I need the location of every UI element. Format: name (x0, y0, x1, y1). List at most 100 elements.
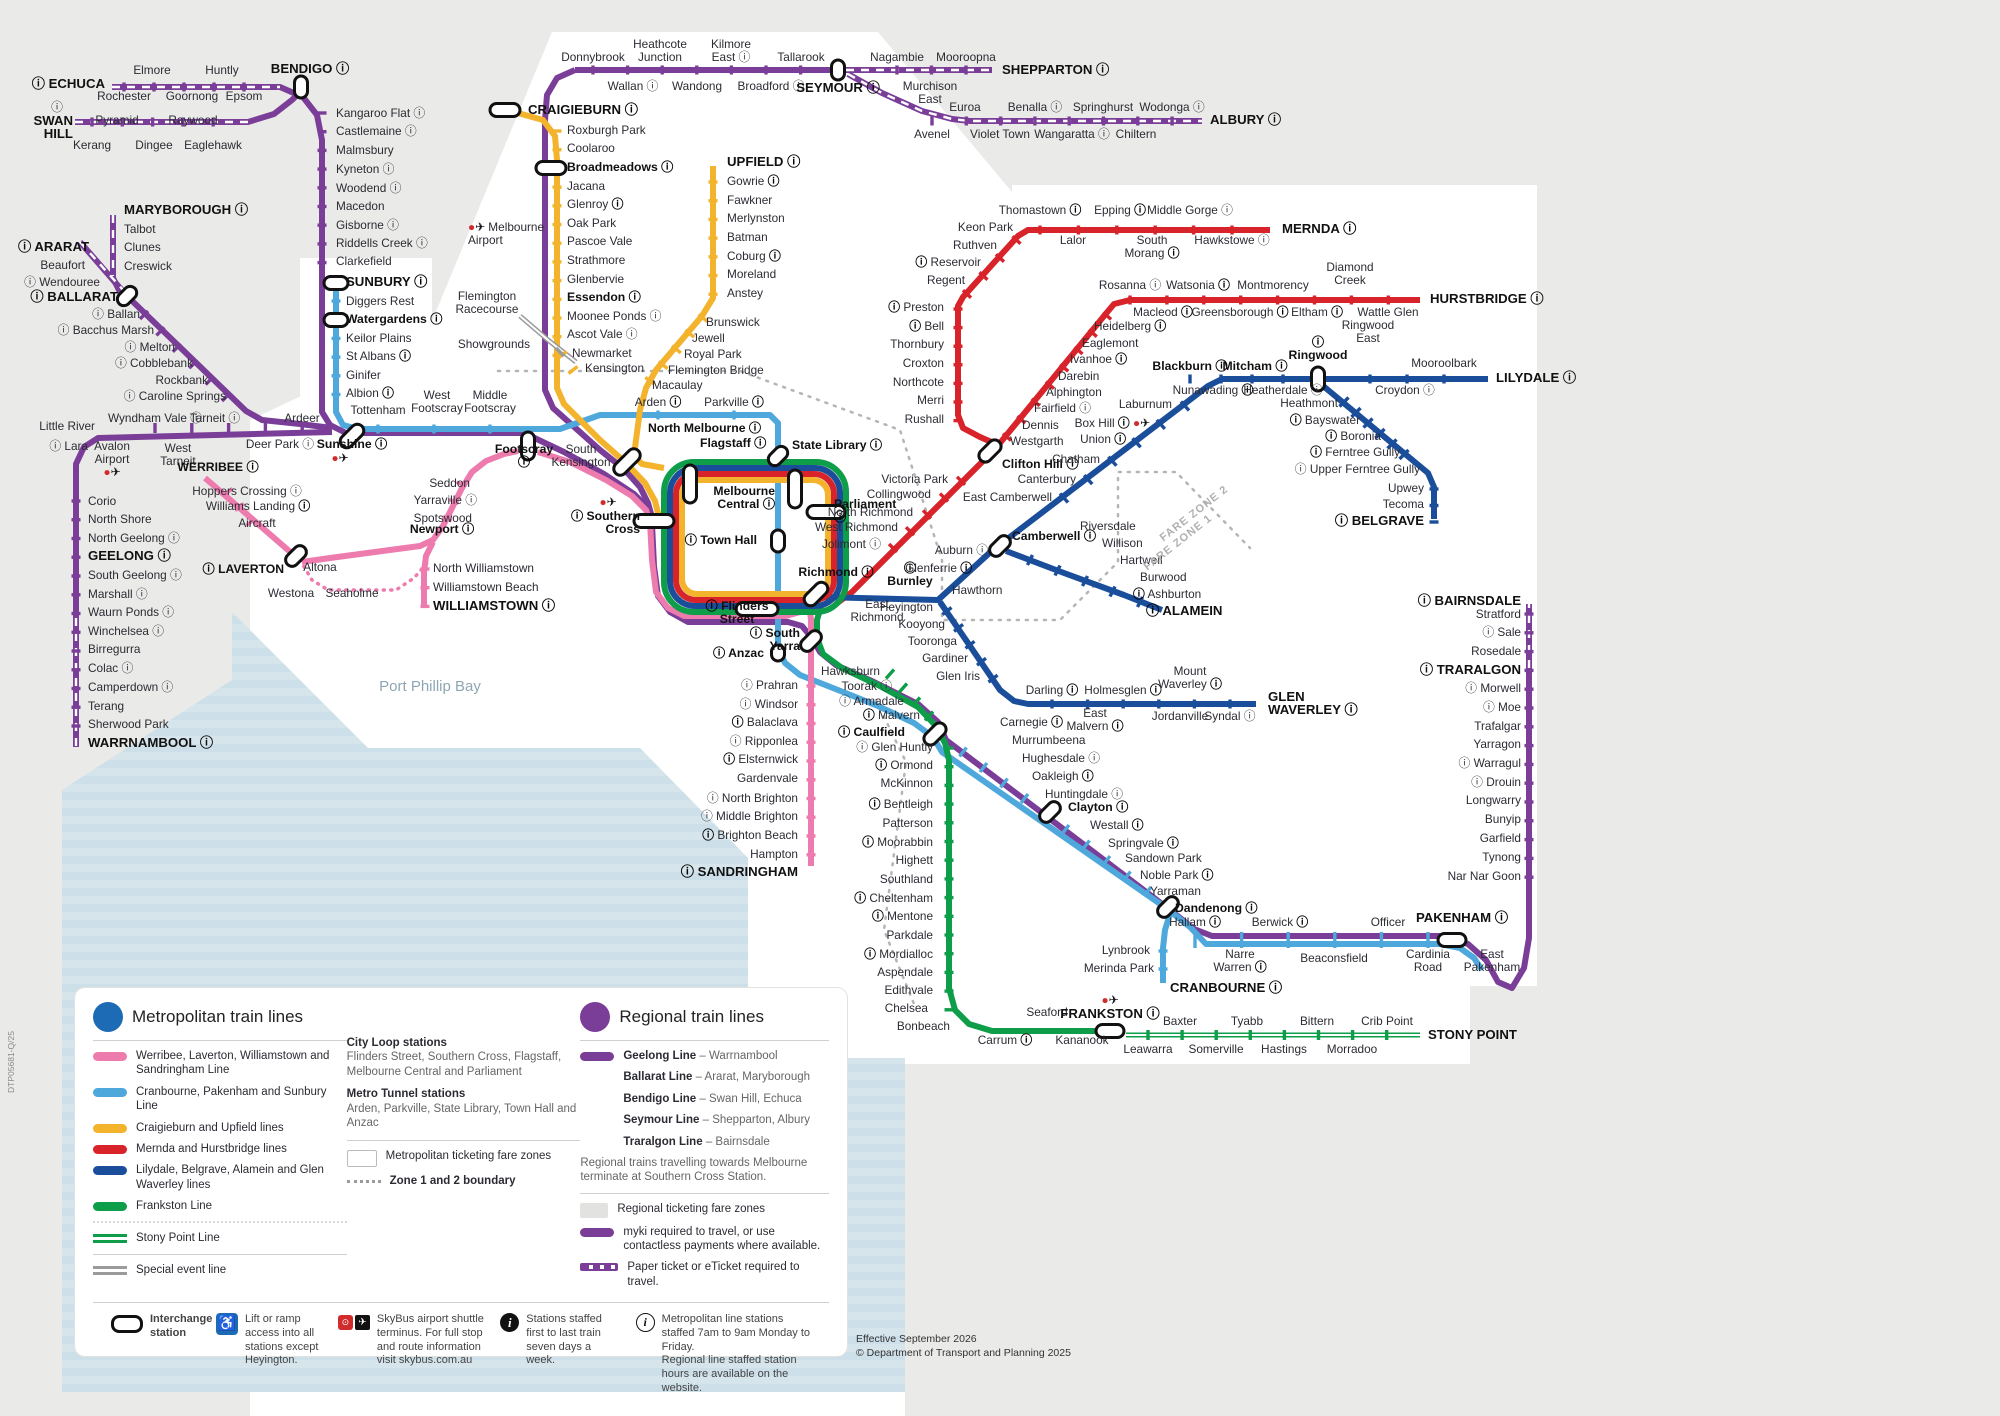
svg-text:Greensborough ⓘ: Greensborough ⓘ (1191, 305, 1288, 319)
svg-text:Altona: Altona (303, 560, 337, 574)
svg-text:Syndal ⓘ: Syndal ⓘ (1204, 709, 1255, 723)
svg-text:ⓘ Glen Huntly: ⓘ Glen Huntly (856, 740, 933, 754)
svg-text:Parkdale: Parkdale (886, 928, 933, 942)
svg-text:●✈: ●✈ (1101, 993, 1118, 1007)
legend-item-werribee: Werribee, Laverton, Williamstown and San… (93, 1049, 347, 1078)
svg-text:Yarraville ⓘ: Yarraville ⓘ (414, 493, 478, 507)
svg-text:Jewell: Jewell (692, 331, 725, 345)
svg-text:ⓘ Moe: ⓘ Moe (1483, 700, 1521, 714)
svg-text:Rosedale: Rosedale (1471, 644, 1521, 658)
svg-text:Rushall: Rushall (905, 412, 944, 426)
svg-text:Port Phillip Bay: Port Phillip Bay (379, 678, 481, 695)
svg-text:Nar Nar Goon: Nar Nar Goon (1448, 869, 1521, 883)
svg-text:ⓘ Sale: ⓘ Sale (1482, 625, 1521, 639)
svg-text:Westona: Westona (268, 586, 315, 600)
interchange-icon (111, 1315, 143, 1334)
svg-text:Hawksburn: Hawksburn (821, 664, 880, 678)
svg-text:Benalla ⓘ: Benalla ⓘ (1008, 100, 1063, 114)
svg-text:Somerville: Somerville (1188, 1042, 1244, 1056)
svg-text:Yarraman: Yarraman (1150, 884, 1201, 898)
svg-text:Edithvale: Edithvale (884, 983, 933, 997)
svg-text:ⓘ Moorabbin: ⓘ Moorabbin (862, 835, 933, 849)
svg-text:Tooronga: Tooronga (908, 634, 958, 648)
svg-text:ⓘ Ferntree Gully: ⓘ Ferntree Gully (1310, 445, 1400, 459)
map-footer: Effective September 2026 © Department of… (856, 1332, 1071, 1360)
svg-text:ⓘ Town Hall: ⓘ Town Hall (685, 532, 757, 547)
svg-text:Mitcham ⓘ: Mitcham ⓘ (1222, 358, 1288, 373)
svg-text:Brunswick: Brunswick (706, 315, 760, 329)
svg-text:Flagstaff ⓘ: Flagstaff ⓘ (700, 435, 767, 450)
svg-text:ⓘ BALLARAT: ⓘ BALLARAT (30, 288, 118, 304)
svg-text:Carnegie ⓘ: Carnegie ⓘ (1000, 715, 1063, 729)
regional-terminate-note: Regional trains travelling towards Melbo… (580, 1156, 808, 1184)
svg-text:ⓘ Upper Ferntree Gully: ⓘ Upper Ferntree Gully (1295, 462, 1420, 476)
svg-text:Creswick: Creswick (124, 259, 172, 273)
staffed-peak-icon: i (635, 1313, 655, 1333)
svg-text:Laburnum: Laburnum (1119, 397, 1172, 411)
legend-item-seymour: Seymour Line – Shepparton, Albury (623, 1114, 811, 1127)
note-skybus: ⊙✈SkyBus airport shuttle terminus. For f… (337, 1313, 486, 1396)
copyright: © Department of Transport and Planning 2… (856, 1347, 1071, 1360)
svg-text:Talbot: Talbot (124, 222, 156, 236)
svg-text:Clarkefield: Clarkefield (336, 254, 392, 268)
svg-text:ⓘ Armadale: ⓘ Armadale (839, 694, 904, 708)
svg-text:Epsom: Epsom (226, 89, 263, 103)
legend-item-craigieburn: Craigieburn and Upfield lines (93, 1121, 347, 1135)
svg-text:Macleod ⓘ: Macleod ⓘ (1133, 305, 1193, 319)
svg-text:Anstey: Anstey (727, 286, 763, 300)
svg-text:ⓘ Warragul: ⓘ Warragul (1459, 756, 1522, 770)
svg-text:SUNBURY ⓘ: SUNBURY ⓘ (346, 273, 427, 289)
special-event-swatch (93, 1265, 127, 1275)
svg-text:Wodonga ⓘ: Wodonga ⓘ (1139, 100, 1205, 114)
svg-text:Eltham ⓘ: Eltham ⓘ (1291, 305, 1343, 319)
svg-text:West Richmond: West Richmond (815, 520, 898, 534)
svg-text:SEYMOUR ⓘ: SEYMOUR ⓘ (796, 79, 880, 95)
svg-text:Tottenham: Tottenham (350, 403, 405, 417)
svg-text:Gardenvale: Gardenvale (737, 771, 798, 785)
svg-text:Deer Park ⓘ: Deer Park ⓘ (246, 437, 314, 451)
svg-text:Arden ⓘ: Arden ⓘ (635, 395, 682, 409)
svg-text:MERNDA ⓘ: MERNDA ⓘ (1282, 220, 1356, 236)
svg-text:Ardeer: Ardeer (284, 411, 319, 425)
svg-text:Dingee: Dingee (135, 138, 173, 152)
svg-text:Darling ⓘ: Darling ⓘ (1026, 683, 1079, 697)
svg-text:Moreland: Moreland (727, 267, 776, 281)
legend-item-lilydale: Lilydale, Belgrave, Alamein and Glen Wav… (93, 1163, 347, 1192)
legend-item-bendigo: Bendigo Line – Swan Hill, Echuca (623, 1092, 802, 1105)
legend-myki: myki required to travel, or use contactl… (580, 1225, 829, 1254)
svg-text:ⓘ Boronia: ⓘ Boronia (1325, 429, 1381, 443)
svg-text:Longwarry: Longwarry (1466, 793, 1521, 807)
svg-text:Seaford: Seaford (1026, 1005, 1067, 1019)
svg-text:Wallan ⓘ: Wallan ⓘ (608, 79, 659, 93)
metro-tunnel-title: Metro Tunnel stations (346, 1088, 466, 1101)
svg-text:Raywood: Raywood (168, 113, 217, 127)
svg-text:Clifton Hill ⓘ: Clifton Hill ⓘ (1002, 456, 1079, 471)
legend-metro-title: Metropolitan train lines (132, 1007, 304, 1027)
svg-text:WILLIAMSTOWN ⓘ: WILLIAMSTOWN ⓘ (433, 597, 555, 613)
svg-text:Coolaroo: Coolaroo (567, 141, 615, 155)
svg-text:Kyneton ⓘ: Kyneton ⓘ (336, 162, 395, 176)
svg-text:Kensington: Kensington (585, 361, 644, 375)
svg-text:Violet Town: Violet Town (970, 127, 1030, 141)
svg-text:Chiltern: Chiltern (1116, 127, 1157, 141)
svg-text:ⓘ Lara: ⓘ Lara (49, 439, 88, 453)
svg-text:Pyramid: Pyramid (95, 113, 138, 127)
red-line-swatch (93, 1144, 127, 1154)
svg-text:ⓘ Brighton Beach: ⓘ Brighton Beach (702, 828, 798, 842)
svg-text:Bonbeach: Bonbeach (897, 1019, 950, 1033)
svg-text:Montmorency: Montmorency (1237, 278, 1309, 292)
svg-text:North Williamstown: North Williamstown (433, 561, 534, 575)
svg-text:ALBURY ⓘ: ALBURY ⓘ (1210, 111, 1281, 127)
svg-text:Yarragon: Yarragon (1473, 737, 1521, 751)
svg-text:Hastings: Hastings (1261, 1042, 1307, 1056)
svg-text:Hawkstowe ⓘ: Hawkstowe ⓘ (1194, 233, 1270, 247)
